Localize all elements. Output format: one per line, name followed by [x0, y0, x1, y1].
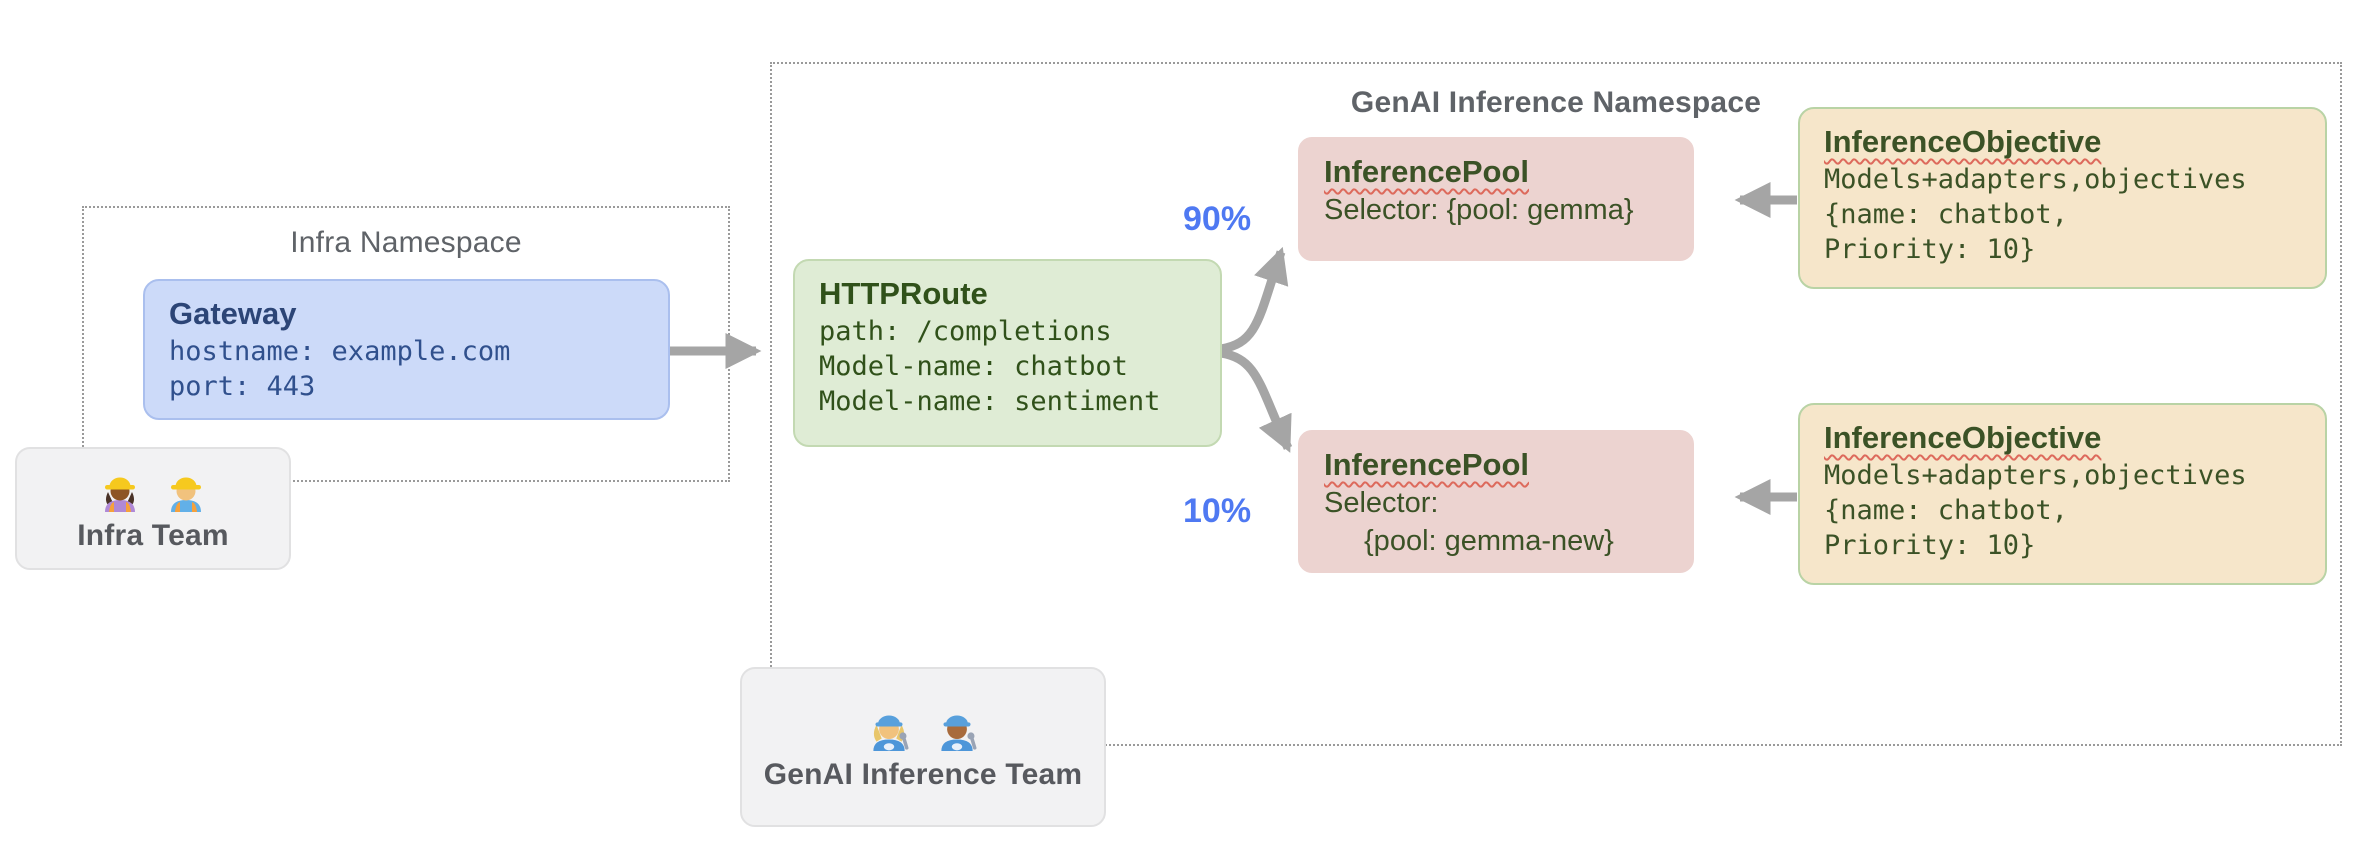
genai-team-label: GenAI Inference Team [763, 758, 1083, 791]
objective-name-line: {name: chatbot, [1824, 495, 2068, 527]
inference-pool-gemma-new-card: InferencePool Selector: {pool: gemma-new… [1298, 430, 1694, 573]
infra-team-card: Infra Team [15, 447, 291, 570]
infra-team-label: Infra Team [77, 518, 229, 552]
inference-objective-title: InferenceObjective [1824, 124, 2102, 159]
inference-pool-selector-value-line: {pool: gemma-new} [1364, 524, 1614, 557]
genai-team-icons [864, 702, 982, 752]
inference-objective-top-card: InferenceObjective Models+adapters,objec… [1798, 107, 2327, 289]
inference-objective-bottom-card: InferenceObjective Models+adapters,objec… [1798, 403, 2327, 585]
inference-pool-title: InferencePool [1324, 154, 1529, 189]
gateway-hostname-line: hostname: example.com [169, 336, 511, 368]
infra-team-icons [96, 465, 210, 513]
httproute-title: HTTPRoute [819, 276, 988, 311]
infra-namespace-box: Infra Namespace [82, 206, 730, 482]
genai-inference-team-card: GenAI Inference Team [740, 667, 1106, 827]
infra-namespace-title: Infra Namespace [290, 226, 522, 259]
objective-priority-line: Priority: 10} [1824, 530, 2036, 562]
inference-pool-title: InferencePool [1324, 447, 1529, 482]
inference-pool-selector-line: Selector: {pool: gemma} [1324, 194, 1634, 227]
httproute-path-line: path: /completions [819, 316, 1112, 348]
objective-name-line: {name: chatbot, [1824, 199, 2068, 231]
man-mechanic-icon [941, 715, 977, 751]
gateway-port-line: port: 443 [169, 371, 316, 403]
woman-construction-worker-icon [105, 477, 135, 512]
man-construction-worker-icon [171, 477, 201, 512]
objective-models-line: Models+adapters,objectives [1824, 164, 2247, 196]
inference-objective-title: InferenceObjective [1824, 420, 2102, 455]
inference-pool-selector-line: Selector: [1324, 487, 1439, 520]
genai-inference-namespace-box: GenAI Inference Namespace [770, 62, 2342, 746]
woman-mechanic-icon [873, 715, 909, 751]
inference-pool-gemma-card: InferencePool Selector: {pool: gemma} [1298, 137, 1694, 261]
httproute-model-sentiment-line: Model-name: sentiment [819, 386, 1161, 418]
gateway-title: Gateway [169, 296, 297, 331]
traffic-split-10-label: 10% [1183, 492, 1252, 530]
objective-models-line: Models+adapters,objectives [1824, 460, 2247, 492]
httproute-model-chatbot-line: Model-name: chatbot [819, 351, 1128, 383]
genai-namespace-title: GenAI Inference Namespace [1350, 86, 1762, 119]
gateway-card: Gateway hostname: example.com port: 443 [143, 279, 670, 420]
traffic-split-90-label: 90% [1183, 200, 1252, 238]
httproute-card: HTTPRoute path: /completions Model-name:… [793, 259, 1222, 447]
objective-priority-line: Priority: 10} [1824, 234, 2036, 266]
